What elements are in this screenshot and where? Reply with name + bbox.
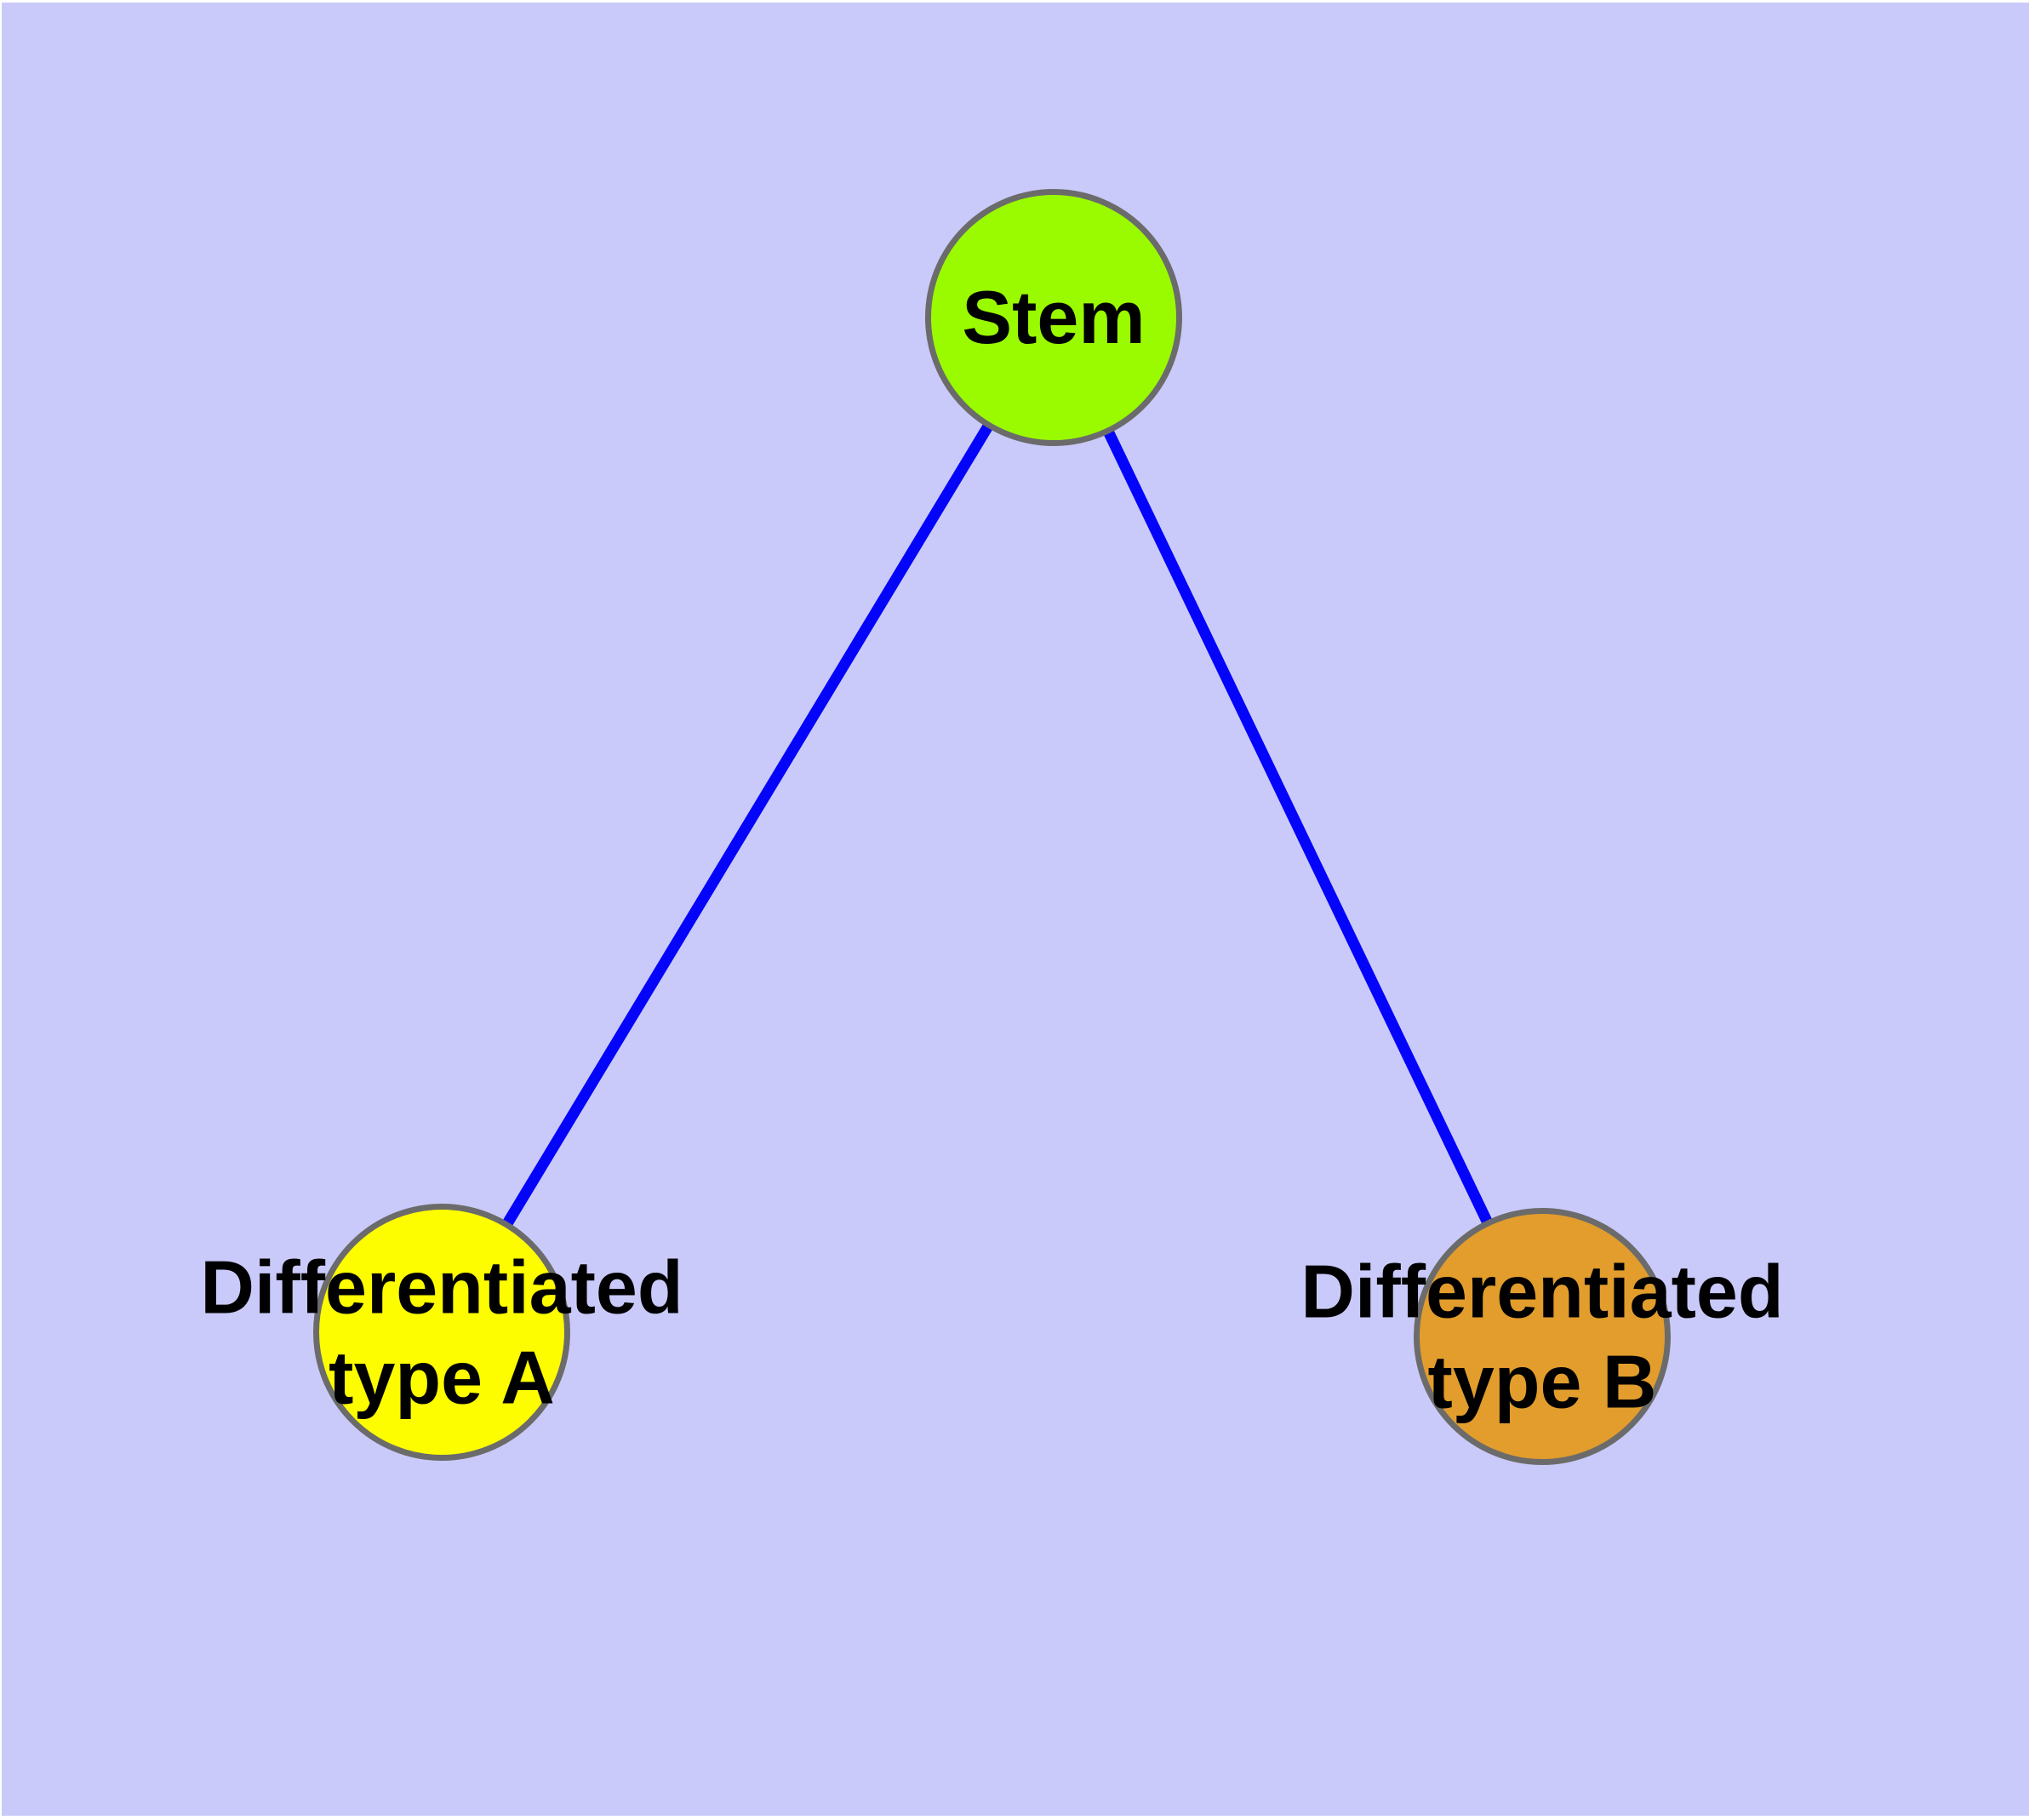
- node-label-differentiated-type-a: Differentiated type A: [200, 1245, 683, 1419]
- node-stem: [925, 189, 1182, 446]
- edge-stem-to-type-a: [437, 314, 1059, 1336]
- node-differentiated-type-a: [313, 1204, 570, 1461]
- edge-stem-to-type-b: [1049, 315, 1547, 1339]
- plot-background: Stem Differentiated type A Differentiate…: [2, 3, 2029, 1816]
- node-differentiated-type-b: [1414, 1208, 1671, 1465]
- node-label-stem: Stem: [962, 275, 1146, 360]
- node-label-differentiated-type-b: Differentiated type B: [1300, 1249, 1784, 1423]
